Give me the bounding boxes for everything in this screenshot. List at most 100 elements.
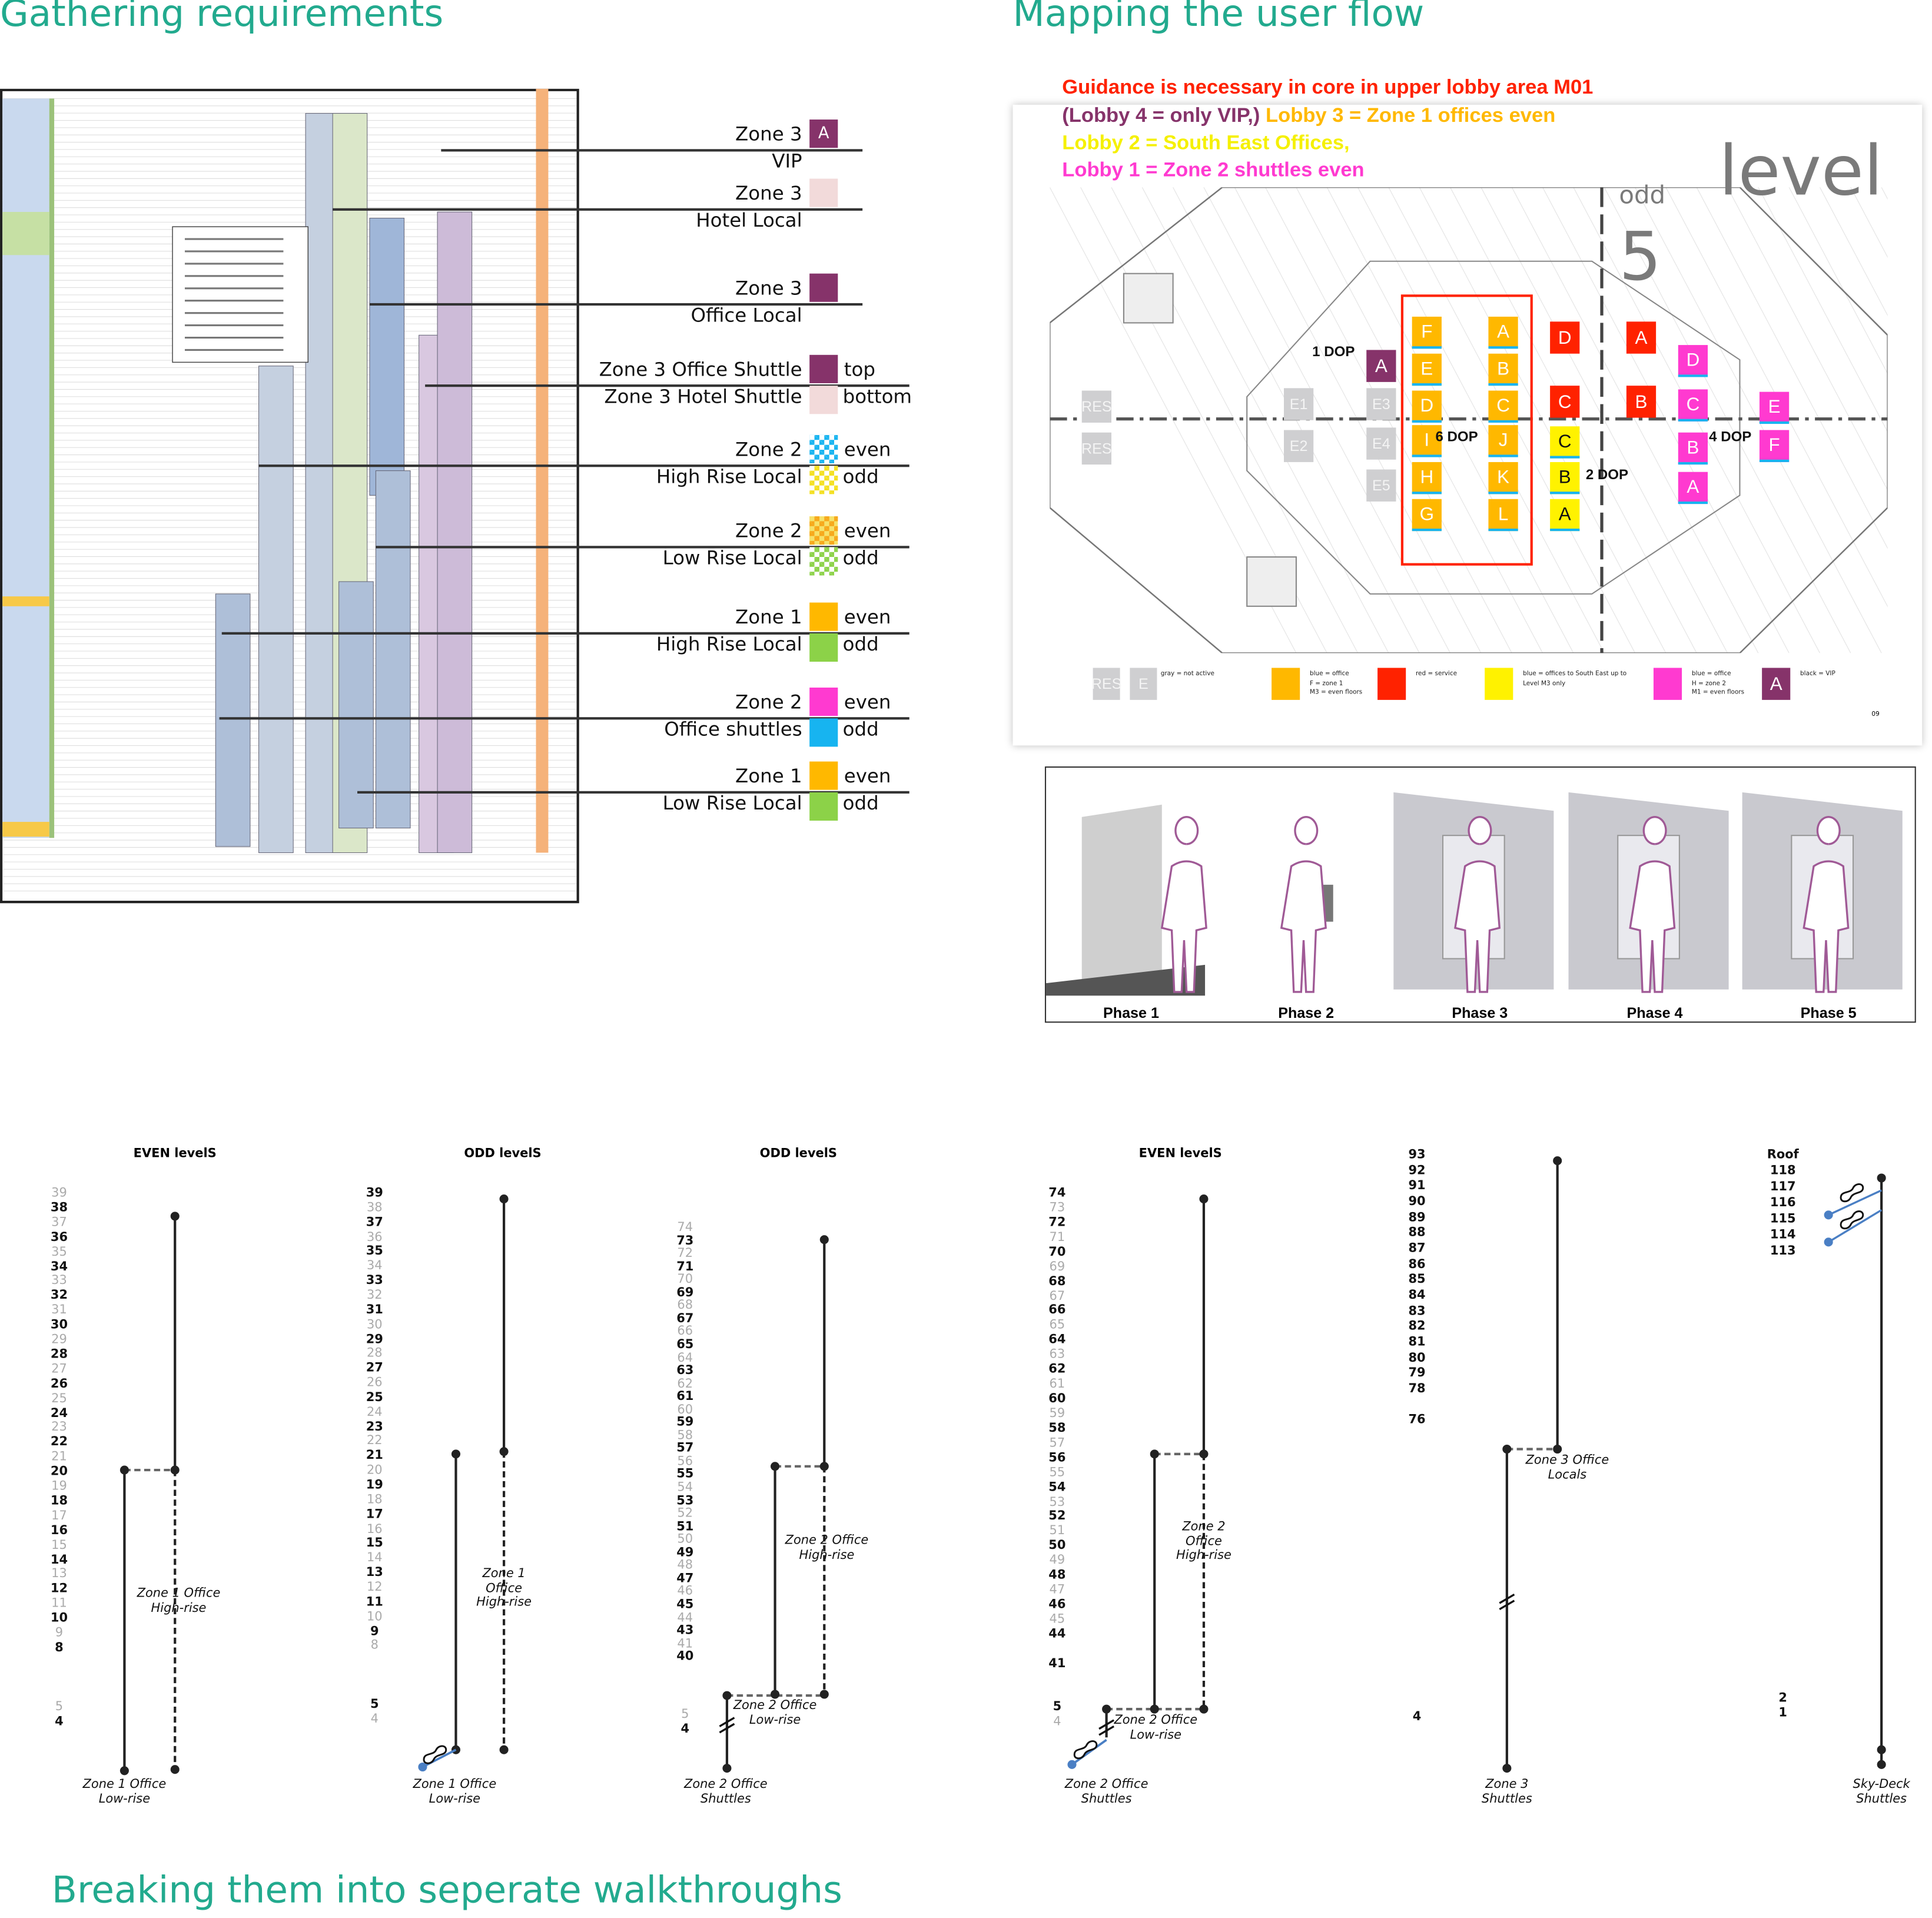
lift-group-swatch-top [809, 761, 838, 790]
level-number: 22 [50, 1436, 68, 1450]
level-number: 55 [676, 1468, 694, 1482]
level-number: 5 [1619, 218, 1662, 296]
lift-group-swatch-bottom [809, 792, 838, 821]
stop-dot [499, 1745, 509, 1754]
level-number: 9 [55, 1626, 64, 1640]
zone2-shuttle-lift: D [1678, 345, 1708, 377]
lift-route-line [1828, 1189, 1882, 1216]
lift-group-bottom-label: High Rise Local [656, 633, 802, 656]
level-number: 27 [51, 1362, 67, 1376]
zone1-lift: L [1488, 499, 1518, 532]
lift-group-bottom-tag: odd [842, 547, 879, 570]
level-number: 33 [366, 1274, 383, 1288]
level-number: 19 [51, 1479, 67, 1494]
lift-group-swatch-bottom [809, 386, 838, 414]
level-number: 4 [1412, 1710, 1422, 1724]
highlighted-lobby-frame [1400, 294, 1533, 566]
level-number: 20 [366, 1464, 383, 1478]
level-number: 18 [50, 1494, 68, 1508]
level-number: 30 [366, 1318, 383, 1332]
lobby-note-1: (Lobby 4 = only VIP,) Lobby 3 = Zone 1 o… [1062, 104, 1555, 127]
level-number: 31 [366, 1303, 383, 1318]
level-number: 23 [51, 1421, 67, 1435]
level-number: 69 [676, 1286, 694, 1300]
level-number: 12 [366, 1581, 383, 1595]
level-number: 81 [1408, 1335, 1426, 1349]
stop-dot [771, 1462, 780, 1471]
level-number: 45 [1049, 1612, 1065, 1627]
level-number: 48 [677, 1559, 693, 1573]
level-number: 37 [51, 1216, 67, 1230]
stop-dot [1199, 1449, 1209, 1459]
dop-label: 1 DOP [1312, 345, 1355, 360]
zone1-lift: H [1412, 462, 1442, 495]
legend-tile: RES [1091, 668, 1121, 700]
level-number: 8 [55, 1641, 64, 1655]
phase-illustrations [1046, 792, 1903, 996]
escalator-icon [1840, 1210, 1864, 1230]
lift-group-swatch-bottom [809, 718, 838, 747]
lift-group-bottom-label: VIP [772, 150, 802, 173]
level-number: 78 [1408, 1382, 1426, 1396]
stop-dot [722, 1691, 732, 1700]
stop-dot [1824, 1237, 1833, 1247]
dop-label: 2 DOP [1585, 468, 1629, 483]
stop-dot [1877, 1745, 1886, 1754]
plan-grid-line [1788, 187, 1888, 374]
sheet-lift-shaft [369, 217, 405, 496]
inactive-lift: E4 [1366, 427, 1396, 460]
level-number: 10 [366, 1610, 383, 1624]
level-number: 4 [55, 1715, 64, 1729]
zone1-lift: J [1488, 425, 1518, 457]
lift-route-line [1071, 1738, 1107, 1766]
level-number: 44 [677, 1611, 693, 1625]
lift-group-top-tag: top [844, 359, 875, 381]
inactive-lift: RES [1081, 432, 1112, 465]
lift-group-top-tag: even [844, 520, 891, 542]
level-number: 45 [676, 1598, 694, 1612]
level-number: 30 [50, 1318, 68, 1332]
lift-group-swatch-top: A [809, 120, 838, 148]
lobby-1-text: Lobby 1 = Zone 2 shuttles even [1062, 159, 1365, 181]
person-icon [1454, 816, 1501, 993]
lift-group-swatch-top [809, 273, 838, 302]
lift-group-top-label: Zone 1 [735, 606, 802, 629]
level-number: 13 [366, 1566, 383, 1580]
lift-group-swatch-top [809, 354, 838, 383]
stop-dot [819, 1690, 829, 1699]
level-number: 5 [370, 1698, 379, 1712]
level-number: 49 [1049, 1554, 1065, 1568]
level-number: 73 [1049, 1201, 1065, 1215]
level-number: 57 [676, 1442, 694, 1456]
level-number: 55 [1049, 1466, 1065, 1480]
level-number: 25 [366, 1391, 383, 1405]
stop-dot [499, 1447, 509, 1456]
level-number: 50 [1048, 1539, 1066, 1553]
zone1-lift: D [1412, 390, 1442, 423]
lift-route-line [1828, 1209, 1883, 1243]
level-number: 79 [1408, 1366, 1426, 1381]
lift-group-swatch-top [809, 516, 838, 545]
lift-group-top-label: Zone 2 [735, 439, 802, 461]
walkthrough-header: ODD levelS [464, 1147, 542, 1161]
level-number: 33 [51, 1275, 67, 1289]
level-number: 93 [1408, 1148, 1426, 1162]
south-east-lift: A [1550, 499, 1580, 532]
stair-block [1123, 273, 1174, 324]
level-number: 22 [366, 1435, 383, 1449]
stop-dot [819, 1235, 829, 1245]
walkthrough-header: ODD levelS [759, 1147, 837, 1161]
lobby-4-text: (Lobby 4 = only VIP,) [1062, 104, 1260, 127]
service-lift: C [1550, 386, 1580, 418]
phase-label: Phase 3 [1452, 1004, 1508, 1022]
stop-dot [1502, 1444, 1512, 1454]
level-number: 87 [1408, 1242, 1426, 1256]
